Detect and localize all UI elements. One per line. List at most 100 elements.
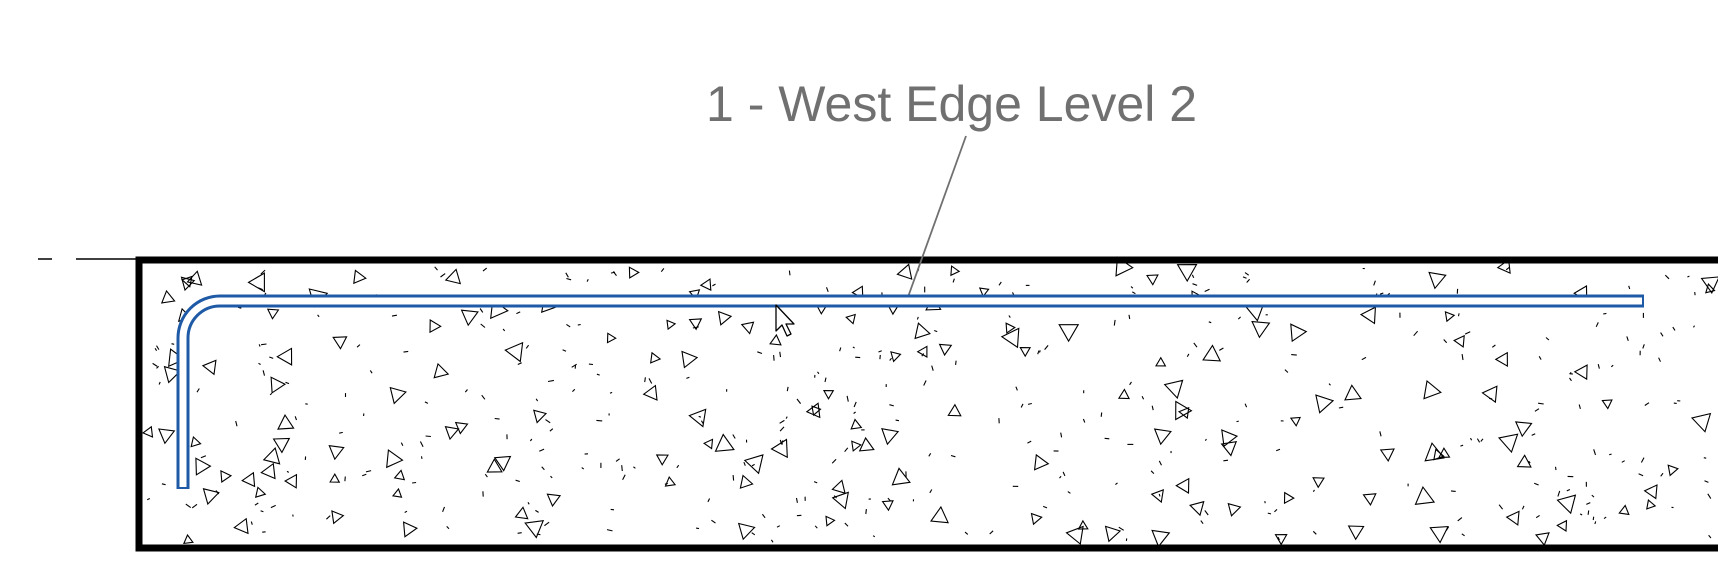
slab-section[interactable] (135, 256, 1718, 552)
hatch-dash (285, 381, 290, 385)
hatch-dash (1267, 512, 1272, 515)
rebar-tag-leader[interactable] (907, 135, 967, 298)
hatch-triangle (1289, 416, 1301, 427)
hatch-dash (1708, 534, 1712, 539)
hatch-dash (1150, 470, 1155, 474)
hatch-dash (479, 308, 484, 313)
hatch-dash (196, 388, 200, 393)
hatch-dash (770, 539, 774, 543)
hatch-triangle (606, 332, 617, 344)
hatch-dash (1067, 491, 1071, 494)
hatch-dash (566, 323, 571, 328)
slab-outline[interactable] (135, 256, 1718, 552)
hatch-dash (517, 362, 522, 366)
hatch-triangle (714, 433, 735, 452)
hatch-triangle (353, 269, 367, 285)
hatch-dash (191, 503, 198, 509)
hatch-dash (1115, 482, 1118, 486)
hatch-dash (419, 441, 424, 447)
hatch-triangle (666, 319, 677, 331)
hatch-triangle (642, 384, 658, 401)
hatch-dash (434, 266, 438, 271)
hatch-triangle (1601, 399, 1613, 410)
hatch-dash (1204, 288, 1210, 292)
rebar-tag-label[interactable]: 1 - West Edge Level 2 (706, 76, 1197, 132)
hatch-dash (788, 270, 791, 276)
hatch-dash (1236, 420, 1239, 423)
hatch-triangle (822, 390, 835, 400)
hatch-dash (541, 466, 545, 471)
hatch-triangle (181, 275, 193, 288)
hatch-dash (1277, 536, 1280, 541)
hatch-triangle (1438, 447, 1451, 459)
rebar[interactable] (176, 294, 1644, 489)
hatch-triangle (433, 362, 450, 379)
hatch-triangle (444, 425, 460, 441)
hatch-dash (581, 467, 585, 470)
hatch-triangle (831, 491, 850, 510)
hatch-dash (1062, 471, 1066, 477)
hatch-dash (269, 392, 273, 396)
hatch-triangle (1030, 512, 1043, 526)
hatch-triangle (504, 341, 524, 363)
hatch-dash (813, 481, 818, 484)
hatch-dash (1554, 466, 1557, 471)
hatch-triangle (1151, 529, 1171, 548)
hatch-dash (743, 461, 746, 466)
hatch-dash (146, 498, 151, 501)
hatch-triangle (163, 365, 182, 384)
hatch-dash (400, 442, 404, 446)
hatch-triangle (429, 319, 442, 334)
hatch-dash (1610, 364, 1614, 368)
hatch-dash (814, 525, 818, 529)
hatch-dash (565, 272, 569, 278)
hatch-dash (761, 513, 766, 519)
hatch-dash (998, 281, 1002, 286)
hatch-triangle (858, 436, 875, 452)
hatch-triangle (195, 457, 212, 476)
hatch-dash (785, 416, 788, 419)
hatch-dash (215, 490, 220, 495)
hatch-dash (1158, 460, 1162, 466)
hatch-triangle (389, 386, 407, 405)
hatch-triangle (1453, 334, 1465, 348)
hatch-dash (577, 323, 581, 326)
hatch-dash (1626, 336, 1629, 341)
hatch-triangle (1104, 525, 1122, 543)
hatch-dash (260, 269, 266, 275)
hatch-triangle (1175, 477, 1190, 494)
hatch-dash (989, 530, 994, 535)
hatch-triangle (1690, 412, 1712, 433)
hatch-triangle (1189, 500, 1205, 517)
hatch-triangle (1251, 320, 1271, 339)
hatch-triangle (890, 351, 902, 363)
hatch-triangle (703, 438, 714, 450)
hatch-dash (1621, 460, 1625, 463)
hatch-triangle (329, 472, 341, 483)
hatch-dash (664, 482, 668, 485)
hatch-dash (817, 371, 820, 375)
hatch-dash (781, 440, 784, 444)
hatch-triangle (262, 447, 281, 465)
hatch-dash (412, 481, 417, 484)
hatch-triangle (1117, 388, 1131, 400)
hatch-dash (865, 509, 867, 515)
hatch-triangle (1379, 448, 1395, 462)
hatch-triangle (393, 469, 406, 481)
hatch-dash (1457, 517, 1463, 522)
hatch-triangle (1359, 306, 1377, 325)
hatch-dash (464, 389, 468, 393)
hatch-dash (1191, 274, 1195, 279)
hatch-triangle (247, 272, 265, 293)
hatch-dash (424, 401, 429, 404)
hatch-triangle (533, 409, 548, 424)
hatch-dash (1242, 276, 1247, 279)
hatch-dash (686, 376, 690, 379)
hatch-dash (1328, 383, 1331, 386)
hatch-dash (1534, 408, 1540, 412)
hatch-triangle (460, 309, 479, 327)
hatch-dash (549, 428, 554, 432)
hatch-dash (852, 346, 855, 349)
hatch-triangle (938, 343, 953, 357)
hatch-triangle (331, 510, 345, 525)
